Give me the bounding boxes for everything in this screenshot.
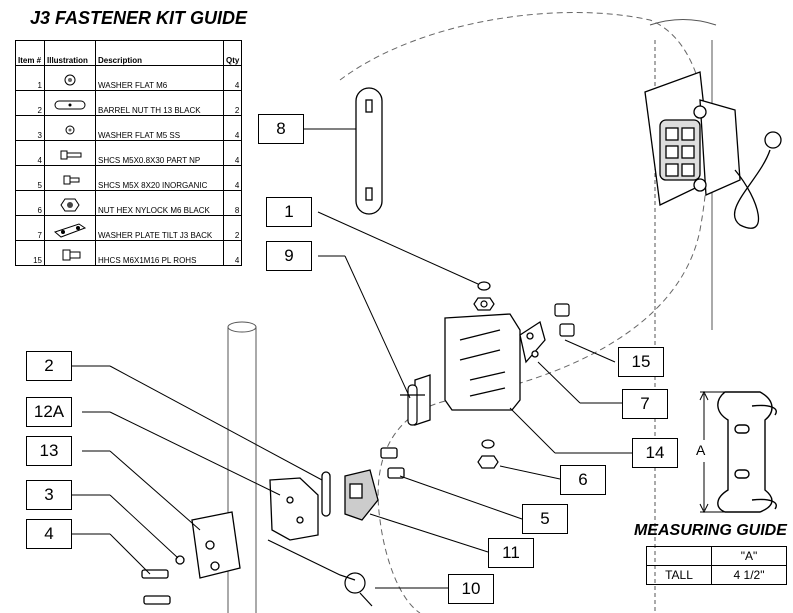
item-description: BARREL NUT TH 13 BLACK — [95, 90, 224, 116]
dimension-line-a — [699, 390, 725, 514]
item-qty: 8 — [222, 190, 243, 216]
table-row: 7 WASHER PLATE TILT J3 BACK 2 — [15, 215, 243, 241]
item-description: SHCS M5X0.8X30 PART NP — [95, 140, 224, 166]
column-header-a: "A" — [711, 546, 787, 566]
table-row: 2 BARREL NUT TH 13 BLACK 2 — [15, 90, 243, 116]
callout-3: 3 — [26, 480, 72, 510]
item-number: 3 — [15, 115, 45, 141]
part-9-pin — [400, 384, 425, 426]
fasteners-upper — [473, 281, 575, 469]
fastener-kit-table: Item # Illustration Description Qty 1 WA… — [15, 40, 243, 266]
flat-washer-icon — [65, 125, 75, 135]
leader-lines — [72, 128, 632, 589]
item-description: WASHER PLATE TILT J3 BACK — [95, 215, 224, 241]
callout-6: 6 — [560, 465, 606, 495]
item-number: 5 — [15, 165, 45, 191]
callout-14: 14 — [632, 438, 678, 468]
measuring-guide-bracket — [717, 391, 777, 513]
item-qty: 4 — [222, 240, 243, 266]
item-number: 2 — [15, 90, 45, 116]
column-header-description: Description — [95, 40, 224, 66]
hex-nut-icon — [60, 198, 80, 212]
callout-12a: 12A — [26, 397, 72, 427]
table-row: 6 NUT HEX NYLOCK M6 BLACK 8 — [15, 190, 243, 216]
item-description: SHCS M5X 8X20 INORGANIC — [95, 165, 224, 191]
table-header-row: "A" — [646, 546, 787, 566]
item-qty: 2 — [222, 215, 243, 241]
item-number: 6 — [15, 190, 45, 216]
column-header-qty: Qty — [222, 40, 243, 66]
item-number: 1 — [15, 65, 45, 91]
table-row: 1 WASHER FLAT M6 4 — [15, 65, 243, 91]
item-qty: 4 — [222, 165, 243, 191]
socket-cap-screw-icon — [60, 150, 82, 160]
part-10-lanyard — [267, 539, 373, 607]
barrel-nut-icon — [54, 100, 86, 110]
callout-5: 5 — [522, 504, 568, 534]
flat-washer-icon — [64, 74, 76, 86]
item-number: 4 — [15, 140, 45, 166]
dimension-label-a: A — [696, 442, 706, 458]
callout-9: 9 — [266, 241, 312, 271]
page-title: J3 FASTENER KIT GUIDE — [30, 8, 248, 28]
hex-cap-screw-icon — [62, 249, 81, 261]
column-header-blank — [646, 546, 712, 566]
item-qty: 4 — [222, 140, 243, 166]
measuring-guide-title: MEASURING GUIDE — [634, 522, 787, 539]
row-value-tall: 4 1/2" — [711, 565, 787, 585]
callout-10: 10 — [448, 574, 494, 604]
callout-4: 4 — [26, 519, 72, 549]
table-header-row: Item # Illustration Description Qty — [15, 40, 243, 66]
callout-2: 2 — [26, 351, 72, 381]
measuring-guide-table: "A" TALL 4 1/2" — [646, 546, 787, 585]
callout-7: 7 — [622, 389, 668, 419]
washer-plate-icon — [53, 223, 87, 238]
row-label-tall: TALL — [646, 565, 712, 585]
assembled-mount-view — [644, 71, 782, 229]
socket-cap-screw-icon — [63, 175, 80, 185]
part-14-tilt-bracket — [414, 313, 521, 426]
callout-1: 1 — [266, 197, 312, 227]
callout-11: 11 — [488, 538, 534, 568]
item-description: WASHER FLAT M5 SS — [95, 115, 224, 141]
table-row: 5 SHCS M5X 8X20 INORGANIC 4 — [15, 165, 243, 191]
column-header-illustration: Illustration — [44, 40, 96, 66]
backrest-outline — [339, 12, 709, 613]
item-qty: 4 — [222, 115, 243, 141]
item-qty: 2 — [222, 90, 243, 116]
table-row: 4 SHCS M5X0.8X30 PART NP 4 — [15, 140, 243, 166]
item-description: NUT HEX NYLOCK M6 BLACK — [95, 190, 224, 216]
table-row: TALL 4 1/2" — [646, 565, 787, 585]
callout-13: 13 — [26, 436, 72, 466]
callout-8: 8 — [258, 114, 304, 144]
part-7-washer-plate — [519, 320, 546, 364]
item-description: HHCS M6X1M16 PL ROHS — [95, 240, 224, 266]
item-number: 7 — [15, 215, 45, 241]
table-row: 15 HHCS M6X1M16 PL ROHS 4 — [15, 240, 243, 266]
table-row: 3 WASHER FLAT M5 SS 4 — [15, 115, 243, 141]
callout-15: 15 — [618, 347, 664, 377]
item-description: WASHER FLAT M6 — [95, 65, 224, 91]
part-8-barrel-strap — [355, 87, 383, 215]
item-qty: 4 — [222, 65, 243, 91]
column-header-item: Item # — [15, 40, 45, 66]
item-number: 15 — [15, 240, 45, 266]
